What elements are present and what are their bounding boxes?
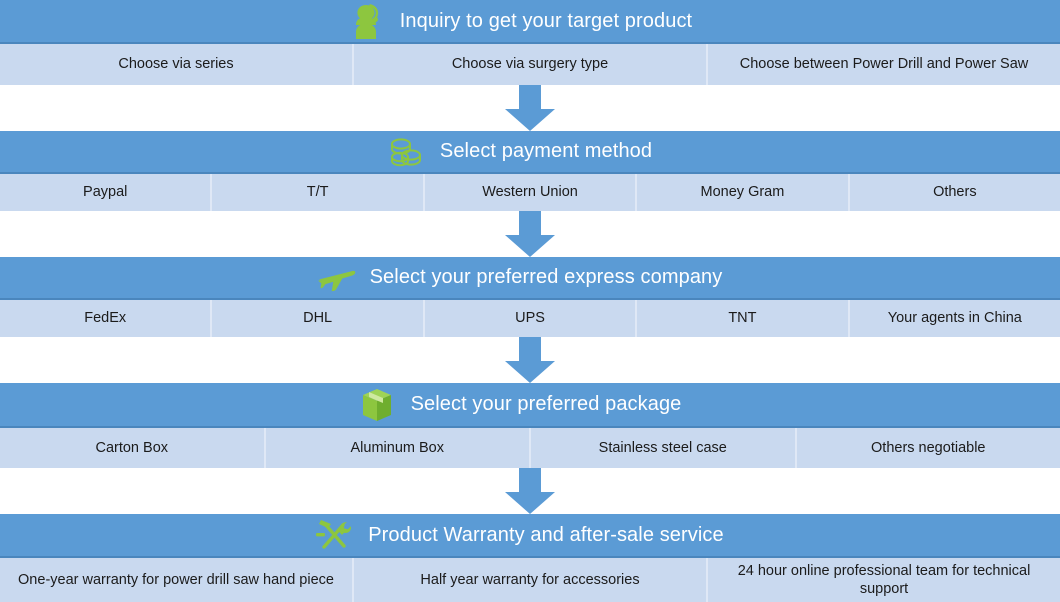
- option-warranty-3[interactable]: 24 hour online professional team for tec…: [708, 558, 1060, 602]
- section-title-payment: Select payment method: [440, 140, 652, 163]
- option-express-1[interactable]: FedEx: [0, 300, 212, 337]
- flow-section-warranty: Product Warranty and after-sale service …: [0, 514, 1060, 602]
- section-title-inquiry: Inquiry to get your target product: [400, 10, 692, 33]
- option-row-inquiry: Choose via series Choose via surgery typ…: [0, 44, 1060, 85]
- option-express-3[interactable]: UPS: [425, 300, 637, 337]
- option-package-2[interactable]: Aluminum Box: [266, 428, 532, 468]
- option-row-warranty: One-year warranty for power drill saw ha…: [0, 558, 1060, 602]
- connector-2: [0, 211, 1060, 257]
- coins-stack-icon: [384, 130, 428, 174]
- down-arrow-icon: [499, 468, 561, 514]
- section-header-payment: Select payment method: [0, 131, 1060, 174]
- option-package-1[interactable]: Carton Box: [0, 428, 266, 468]
- package-box-icon: [355, 383, 399, 427]
- section-header-inquiry: Inquiry to get your target product: [0, 0, 1060, 44]
- option-inquiry-2[interactable]: Choose via surgery type: [354, 44, 708, 85]
- down-arrow-icon: [499, 337, 561, 383]
- connector-4: [0, 468, 1060, 514]
- flow-section-inquiry: Inquiry to get your target product Choos…: [0, 0, 1060, 85]
- section-title-warranty: Product Warranty and after-sale service: [368, 524, 724, 547]
- option-warranty-2[interactable]: Half year warranty for accessories: [354, 558, 708, 602]
- section-title-express: Select your preferred express company: [370, 266, 723, 289]
- option-payment-4[interactable]: Money Gram: [637, 174, 849, 211]
- option-package-3[interactable]: Stainless steel case: [531, 428, 797, 468]
- connector-3: [0, 337, 1060, 383]
- section-header-warranty: Product Warranty and after-sale service: [0, 514, 1060, 558]
- option-payment-1[interactable]: Paypal: [0, 174, 212, 211]
- option-express-4[interactable]: TNT: [637, 300, 849, 337]
- down-arrow-icon: [499, 211, 561, 257]
- option-inquiry-1[interactable]: Choose via series: [0, 44, 354, 85]
- down-arrow-icon: [499, 85, 561, 131]
- option-inquiry-3[interactable]: Choose between Power Drill and Power Saw: [708, 44, 1060, 85]
- option-warranty-1[interactable]: One-year warranty for power drill saw ha…: [0, 558, 354, 602]
- option-express-2[interactable]: DHL: [212, 300, 424, 337]
- option-payment-5[interactable]: Others: [850, 174, 1060, 211]
- section-header-package: Select your preferred package: [0, 383, 1060, 428]
- option-payment-3[interactable]: Western Union: [425, 174, 637, 211]
- option-row-payment: Paypal T/T Western Union Money Gram Othe…: [0, 174, 1060, 211]
- hammer-wrench-icon: [312, 513, 356, 557]
- customer-service-person-icon: [344, 0, 388, 43]
- section-title-package: Select your preferred package: [411, 393, 682, 416]
- flow-section-express: Select your preferred express company Fe…: [0, 257, 1060, 337]
- option-row-package: Carton Box Aluminum Box Stainless steel …: [0, 428, 1060, 468]
- airplane-icon: [314, 256, 358, 300]
- flow-section-payment: Select payment method Paypal T/T Western…: [0, 131, 1060, 211]
- connector-1: [0, 85, 1060, 131]
- section-header-express: Select your preferred express company: [0, 257, 1060, 300]
- option-payment-2[interactable]: T/T: [212, 174, 424, 211]
- option-express-5[interactable]: Your agents in China: [850, 300, 1060, 337]
- option-package-4[interactable]: Others negotiable: [797, 428, 1060, 468]
- option-row-express: FedEx DHL UPS TNT Your agents in China: [0, 300, 1060, 337]
- flow-section-package: Select your preferred package Carton Box…: [0, 383, 1060, 468]
